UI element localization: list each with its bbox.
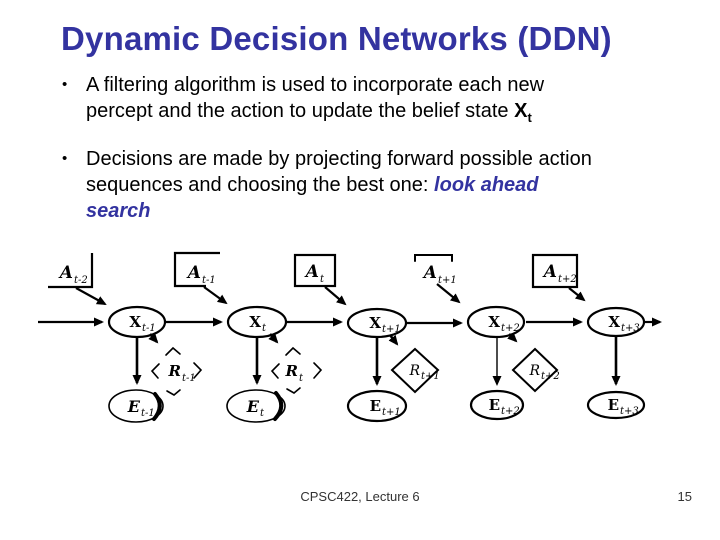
action-to-state-arrows (75, 283, 586, 306)
state-node-x-t: X t (226, 305, 288, 339)
state-to-evidence-arrows (132, 337, 621, 386)
sketch-diamond (150, 346, 203, 396)
svg-text:X: X (608, 313, 620, 331)
action-node-a-t2: A t+2 (531, 253, 579, 289)
search-emphasis: search (86, 200, 151, 222)
bullet-text: A filtering algorithm is used to incorpo… (86, 72, 544, 131)
evidence-node-e-t1: E t+1 (346, 389, 408, 423)
bullet-marker: • (62, 76, 68, 93)
action-node-a-t-2: A t-2 (48, 253, 94, 289)
bullet2-line2: sequences and choosing the best one: (86, 174, 435, 196)
svg-text:t: t (262, 323, 267, 334)
belief-state-symbol: X (514, 100, 528, 122)
hand-drawn-paren (152, 392, 162, 421)
svg-text:t: t (320, 274, 325, 285)
svg-text:E: E (127, 397, 141, 416)
hand-drawn-bracket (414, 254, 453, 262)
action-node-a-t-1: A t-1 (173, 251, 220, 288)
bullet1-line2: percept and the action to update the bel… (86, 100, 515, 122)
svg-text:A: A (304, 262, 319, 282)
bullet-marker: • (62, 150, 68, 167)
footer-course-label: CPSC422, Lecture 6 (300, 489, 420, 504)
svg-text:t+1: t+1 (382, 407, 401, 418)
svg-text:X: X (369, 314, 381, 332)
bullet2-line1: Decisions are made by projecting forward… (86, 148, 592, 170)
svg-text:R: R (408, 363, 420, 379)
svg-text:X: X (488, 313, 500, 331)
svg-text:t+1: t+1 (421, 371, 440, 382)
evidence-node-e-t-1: E t-1 (108, 389, 164, 423)
partial-box (173, 251, 220, 288)
hand-drawn-paren (273, 391, 284, 421)
state-node-x-t1: X t+1 (346, 307, 408, 339)
bullet1-line1: A filtering algorithm is used to incorpo… (86, 74, 545, 96)
reward-node-r-t-1: R t-1 (150, 346, 203, 396)
belief-state-subscript: t (527, 110, 532, 125)
evidence-node-e-t: E t (226, 389, 286, 423)
ddn-diagram: X t-1 X t X t+1 X t+2 X t+3 E t-1 E t E … (38, 251, 662, 423)
svg-text:t-1: t-1 (141, 408, 155, 419)
svg-text:R: R (168, 362, 181, 380)
svg-text:X: X (129, 313, 141, 331)
svg-text:E: E (370, 397, 381, 415)
svg-text:t: t (299, 373, 304, 384)
svg-text:A: A (58, 263, 73, 283)
bullet-list: • A filtering algorithm is used to incor… (62, 72, 698, 239)
svg-text:t+3: t+3 (620, 406, 639, 417)
svg-text:t+2: t+2 (541, 371, 560, 382)
svg-text:E: E (489, 396, 500, 414)
slide-page-number: 15 (677, 489, 692, 504)
svg-text:A: A (422, 263, 437, 283)
svg-text:t-2: t-2 (74, 275, 88, 286)
state-node-x-t-1: X t-1 (107, 305, 167, 339)
svg-text:t-1: t-1 (182, 373, 196, 384)
evidence-node-e-t2: E t+2 (469, 389, 525, 421)
bullet-item-decisions: • Decisions are made by projecting forwa… (62, 146, 698, 224)
svg-text:t: t (260, 408, 265, 419)
action-node-a-t1: A t+1 (414, 254, 457, 286)
svg-text:t+2: t+2 (501, 323, 520, 334)
action-node-a-t: A t (293, 253, 337, 288)
svg-text:t+1: t+1 (382, 324, 401, 335)
svg-text:R: R (528, 363, 540, 379)
svg-text:t-1: t-1 (142, 323, 156, 334)
svg-text:X: X (249, 313, 261, 331)
svg-text:t+3: t+3 (621, 323, 640, 334)
svg-text:A: A (186, 263, 201, 283)
svg-text:t+2: t+2 (558, 274, 577, 285)
bullet-item-filtering: • A filtering algorithm is used to incor… (62, 72, 698, 131)
state-transition-arrows (38, 317, 662, 328)
page-title: Dynamic Decision Networks (DDN) (61, 20, 612, 57)
state-node-x-t2: X t+2 (466, 305, 526, 339)
partial-box (48, 253, 94, 289)
sketch-diamond (270, 346, 323, 394)
look-ahead-emphasis: look ahead (434, 174, 539, 196)
svg-text:R: R (285, 362, 298, 380)
evidence-node-e-t3: E t+3 (586, 390, 646, 420)
state-node-x-t3: X t+3 (586, 306, 646, 338)
svg-text:E: E (608, 396, 619, 414)
reward-node-r-t2: R t+2 (511, 347, 560, 393)
svg-text:t-1: t-1 (202, 275, 216, 286)
state-to-reward-arrows (148, 332, 518, 346)
svg-text:A: A (542, 262, 557, 282)
svg-text:E: E (246, 397, 260, 416)
svg-text:t+2: t+2 (501, 406, 520, 417)
svg-text:t+1: t+1 (438, 275, 457, 286)
bullet-text: Decisions are made by projecting forward… (86, 146, 592, 224)
reward-node-r-t: R t (270, 346, 323, 394)
reward-node-r-t1: R t+1 (390, 347, 440, 394)
